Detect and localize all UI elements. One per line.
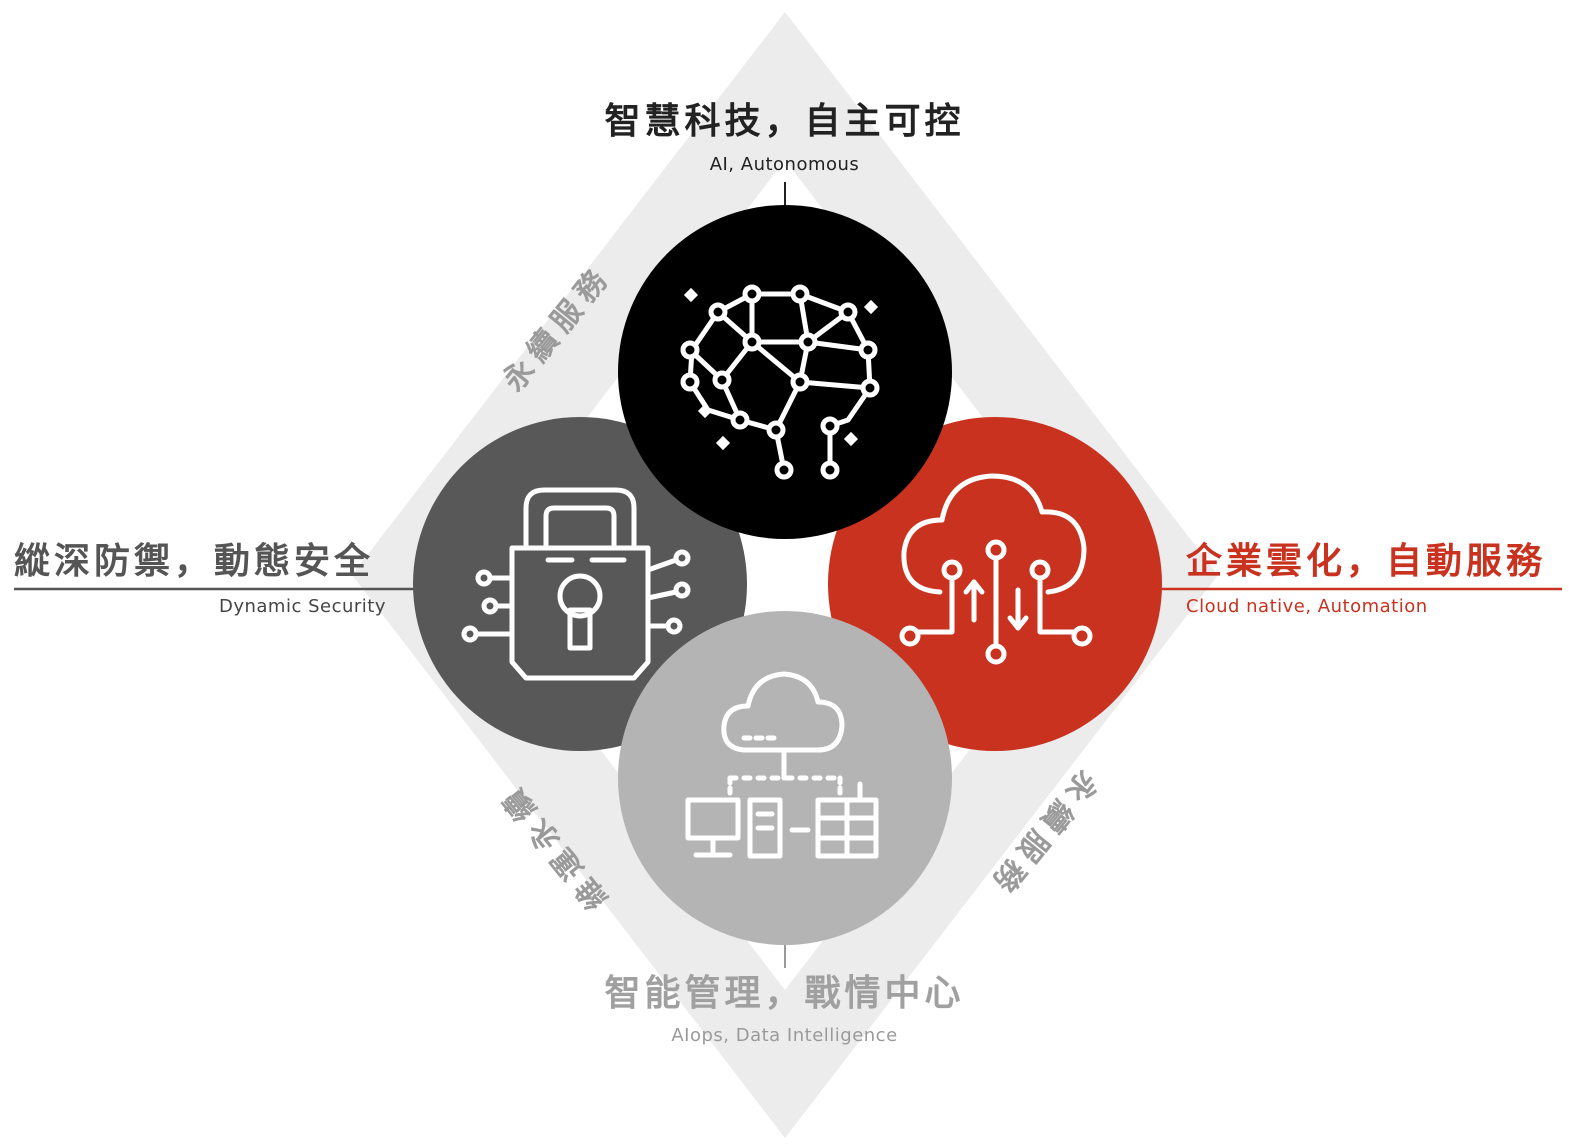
diamond-band [352,12,1218,1138]
left-title: 縱深防禦，動態安全 [14,541,375,582]
bottom-title: 智能管理，戰情中心 [604,973,965,1014]
cloud-devices-icon [685,671,879,859]
top-subtitle: AI, Autonomous [709,154,860,175]
cloud-circuit-icon [899,473,1093,665]
brain-network-icon [680,284,880,480]
top-title: 智慧科技，自主可控 [604,101,965,142]
circuit-lock-icon [461,487,691,681]
right-subtitle: Cloud native, Automation [1186,596,1428,617]
left-subtitle: Dynamic Security [218,596,386,617]
sparkle-icons [683,287,879,451]
right-title: 企業雲化，自動服務 [1186,541,1547,582]
bottom-subtitle: AIops, Data Intelligence [671,1025,898,1046]
